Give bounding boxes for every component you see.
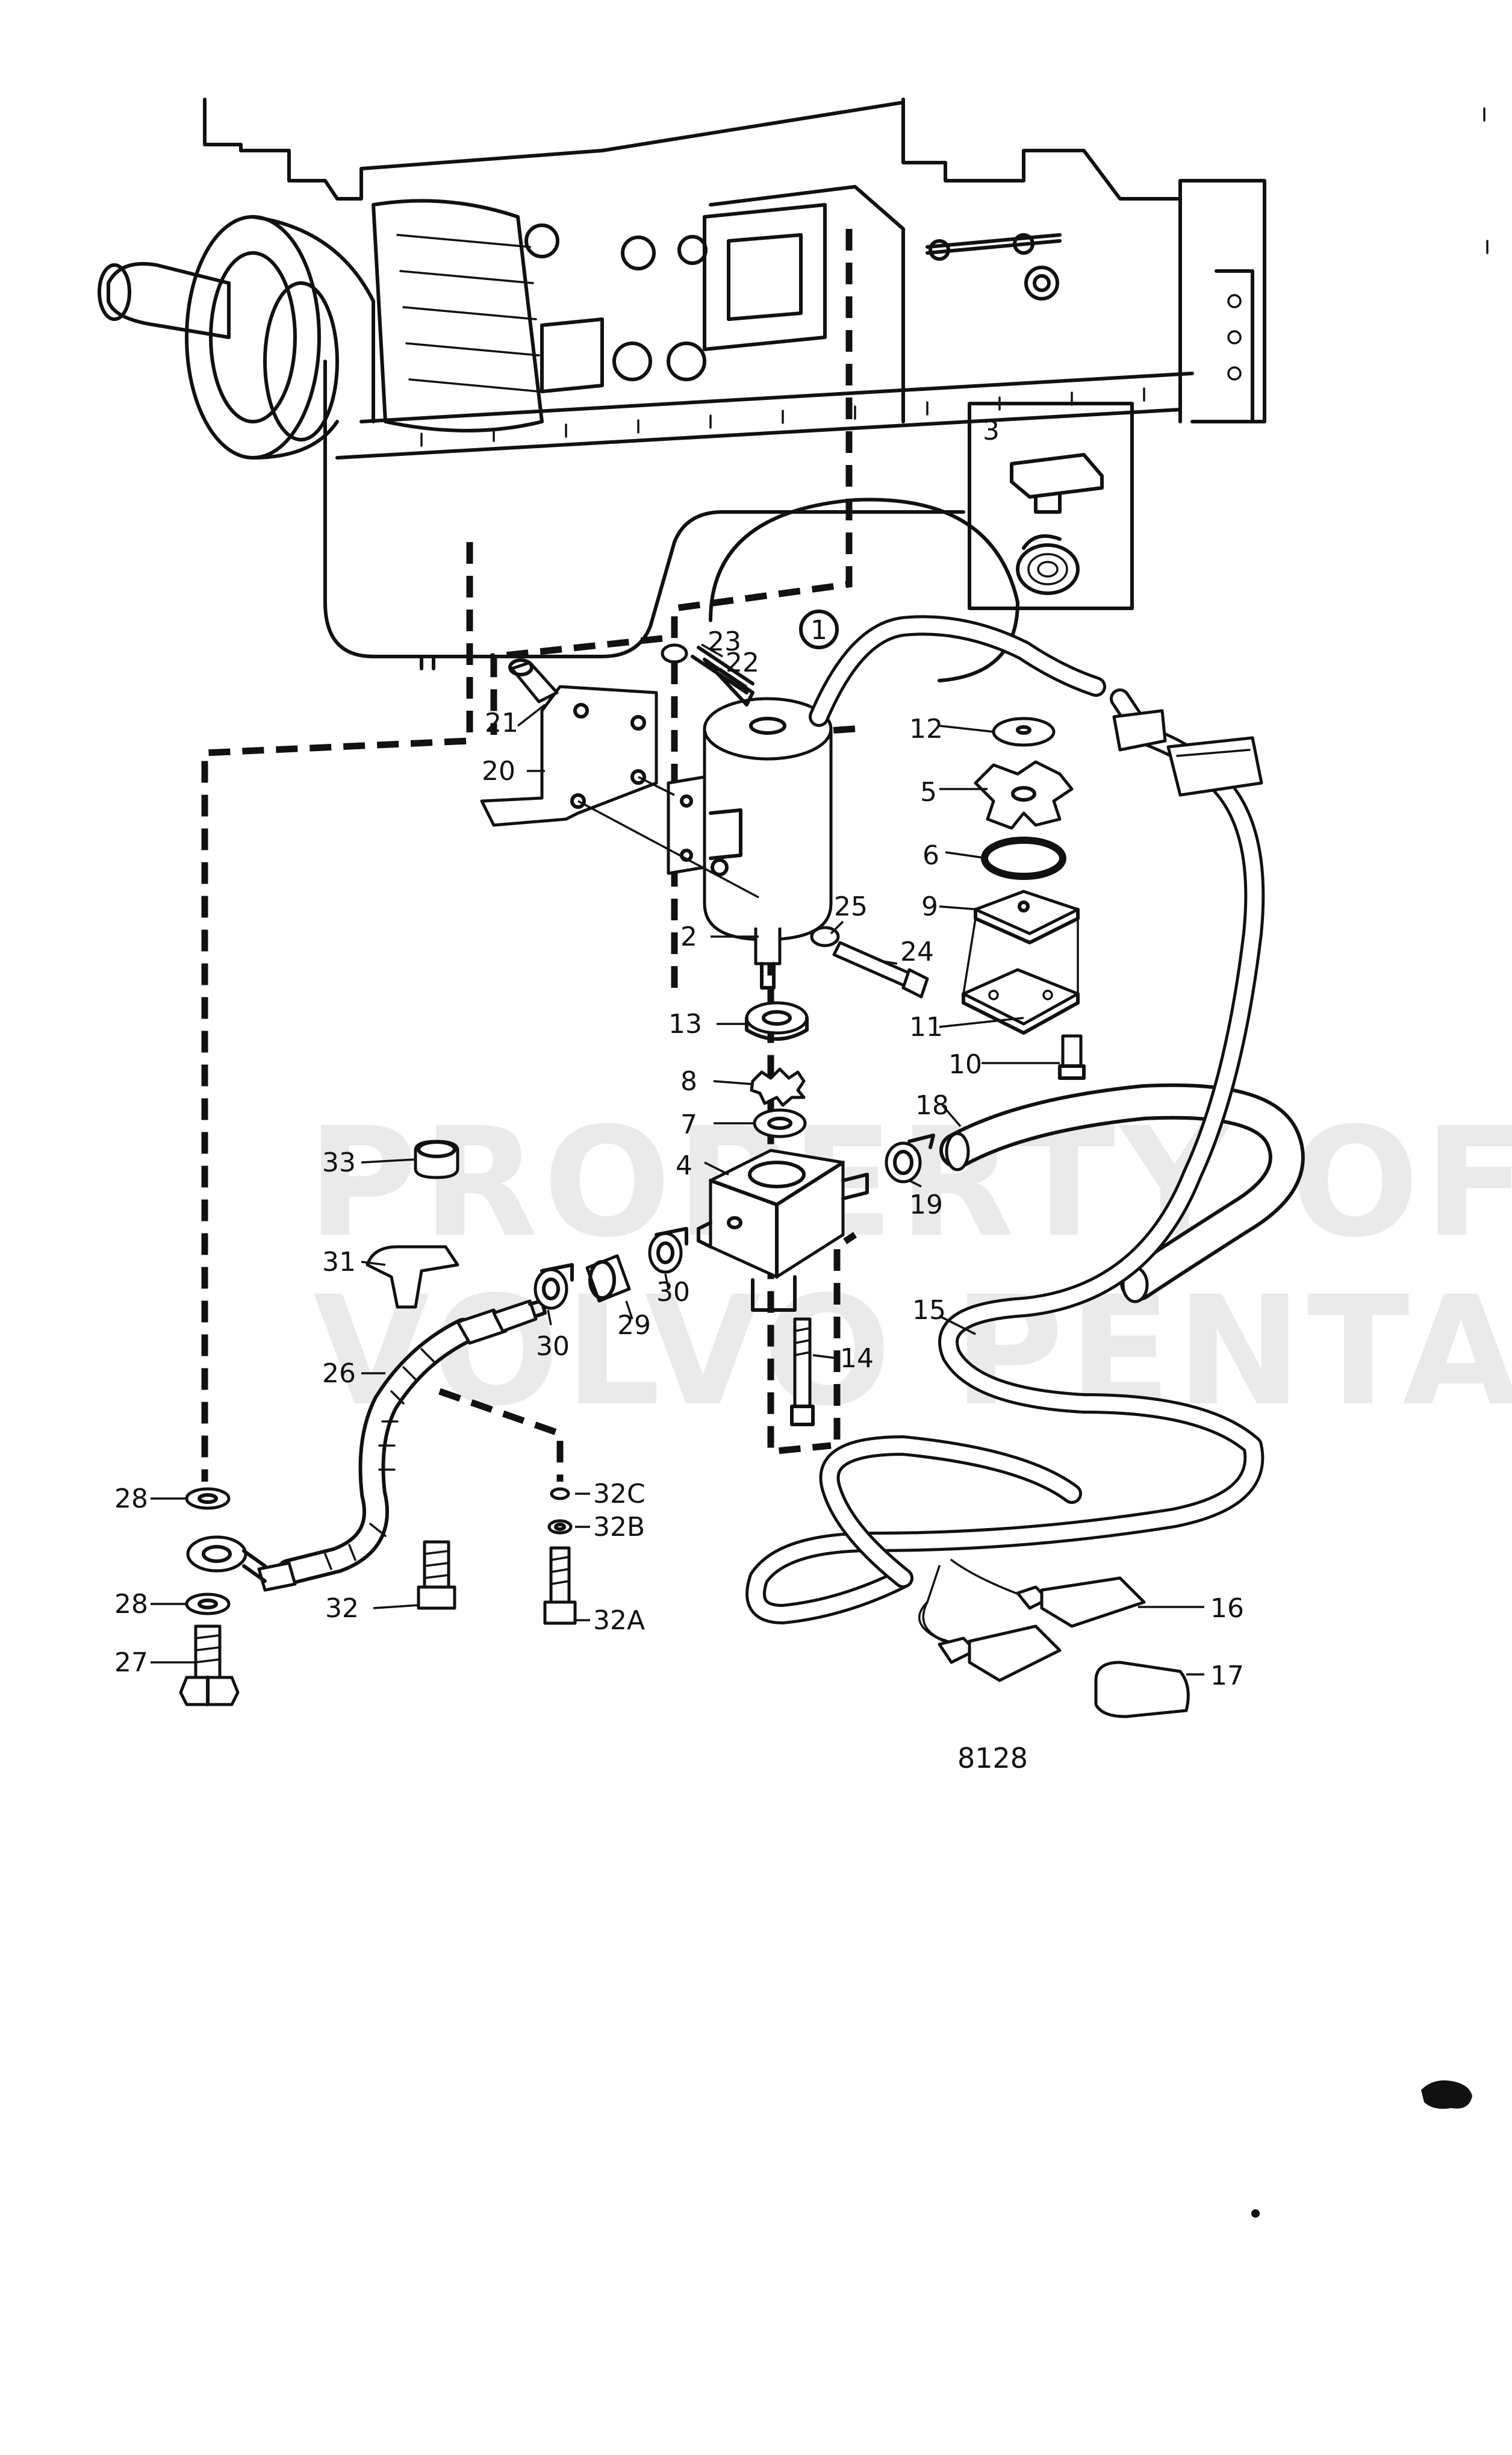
label-part-21: 21 bbox=[485, 708, 518, 738]
label-part-20: 20 bbox=[482, 756, 515, 787]
label-part-32b: 32B bbox=[593, 1512, 645, 1543]
label-part-27: 27 bbox=[114, 1647, 148, 1678]
pump-motor bbox=[667, 615, 1106, 990]
label-part-6: 6 bbox=[922, 840, 939, 871]
label-part-2: 2 bbox=[680, 922, 697, 952]
label-part-11: 11 bbox=[909, 1012, 943, 1043]
label-part-30-right: 30 bbox=[656, 1277, 690, 1308]
callout-circle-1: 1 bbox=[799, 610, 839, 649]
pump-housing-assembly bbox=[697, 1001, 869, 1426]
wiring-harness-15 bbox=[745, 688, 1265, 1718]
label-part-32: 32 bbox=[325, 1593, 359, 1624]
left-hose-26 bbox=[179, 1299, 547, 1706]
label-part-8: 8 bbox=[680, 1066, 697, 1097]
impeller-stack bbox=[962, 717, 1086, 1080]
label-part-28-bottom: 28 bbox=[114, 1589, 148, 1620]
label-part-31: 31 bbox=[322, 1247, 356, 1277]
clamps-and-spacers bbox=[366, 1140, 688, 1310]
label-part-17: 17 bbox=[1210, 1661, 1244, 1691]
leader-lines bbox=[151, 643, 1204, 1676]
label-part-30-left: 30 bbox=[536, 1331, 570, 1362]
label-part-29: 29 bbox=[617, 1310, 651, 1341]
engine-block-illustration bbox=[98, 98, 1266, 670]
hose-18 bbox=[885, 1083, 1305, 1303]
label-part-4: 4 bbox=[676, 1150, 692, 1181]
label-part-28-top: 28 bbox=[114, 1483, 148, 1514]
watermark-line-1: PROPERTY OF bbox=[307, 1095, 1512, 1270]
label-part-18: 18 bbox=[915, 1090, 949, 1121]
label-part-7: 7 bbox=[680, 1109, 697, 1140]
inset-box-part-3: 3 bbox=[968, 402, 1134, 610]
label-part-15: 15 bbox=[912, 1295, 946, 1326]
label-part-25: 25 bbox=[834, 891, 868, 922]
label-part-19: 19 bbox=[909, 1190, 943, 1220]
inset-label: 3 bbox=[983, 416, 1000, 446]
label-part-16: 16 bbox=[1210, 1593, 1244, 1624]
callout-circle-text: 1 bbox=[810, 615, 827, 646]
bracket-and-pin bbox=[480, 658, 759, 899]
figure-number: 8128 bbox=[957, 1742, 1028, 1774]
label-part-33: 33 bbox=[322, 1147, 356, 1178]
scan-specks bbox=[1251, 107, 1489, 2218]
label-part-14: 14 bbox=[840, 1343, 874, 1374]
bolts-32 bbox=[417, 1487, 577, 1625]
label-part-12: 12 bbox=[909, 714, 943, 744]
part-labels: 2 4 5 6 7 8 9 10 11 12 13 14 15 16 17 18… bbox=[114, 626, 1244, 1691]
label-part-32a: 32A bbox=[593, 1605, 645, 1636]
label-part-13: 13 bbox=[668, 1009, 702, 1040]
label-part-9: 9 bbox=[921, 891, 938, 922]
label-part-26: 26 bbox=[322, 1358, 356, 1389]
label-part-5: 5 bbox=[920, 777, 937, 808]
label-part-23: 23 bbox=[708, 626, 741, 657]
label-part-10: 10 bbox=[948, 1049, 982, 1080]
label-part-24: 24 bbox=[900, 937, 934, 967]
watermark-line-2: VOLVO PENTA bbox=[313, 1264, 1512, 1439]
label-part-22: 22 bbox=[726, 647, 759, 678]
label-part-32c: 32C bbox=[593, 1479, 646, 1509]
watermark: PROPERTY OF VOLVO PENTA bbox=[307, 1095, 1512, 1439]
